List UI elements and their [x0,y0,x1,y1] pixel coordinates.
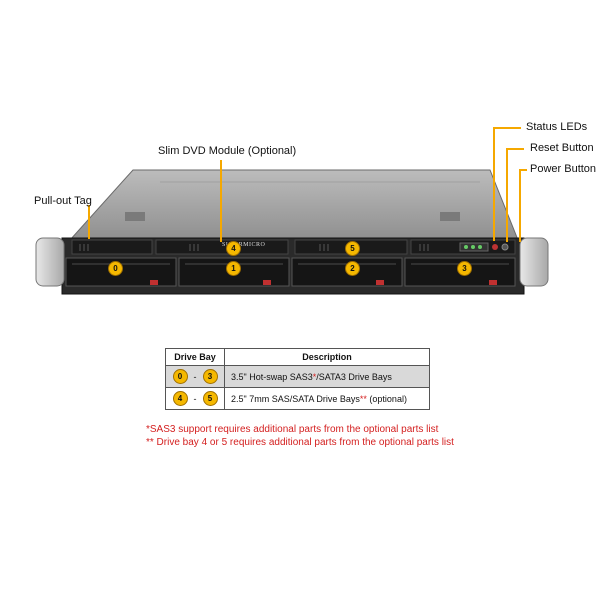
description-cell: 3.5" Hot-swap SAS3*/SATA3 Drive Bays [224,365,430,388]
bay-range-cell: 0-3 [165,365,225,388]
bay-badge-to: 3 [202,369,218,384]
range-dash: - [193,371,197,382]
bay-badge-3: 3 [457,261,472,276]
pullout-tag-label: Pull-out Tag [34,195,92,207]
bay-badge-4: 4 [226,241,241,256]
slim-dvd-label: Slim DVD Module (Optional) [158,145,297,157]
description-cell: 2.5" 7mm SAS/SATA Drive Bays** (optional… [224,387,430,410]
reset-button-label: Reset Button [530,142,594,154]
table-row: 0-3 3.5" Hot-swap SAS3*/SATA3 Drive Bays [165,365,430,388]
chassis-top-cover [68,169,519,241]
header-drive-bay: Drive Bay [165,348,225,366]
footnote-sas3: *SAS3 support requires additional parts … [146,424,439,435]
bay-badge-from: 0 [172,369,188,384]
drive-bay-legend-table: Drive Bay Description 0-3 3.5" Hot-swap … [165,348,430,410]
status-leds-label: Status LEDs [526,121,588,133]
right-rack-ear [519,237,549,287]
description-main: 2.5" 7mm SAS/SATA Drive Bays [231,393,360,404]
bay-badge-2: 2 [345,261,360,276]
bay-badge-to: 5 [202,391,218,406]
bay-badge-5: 5 [345,241,360,256]
reset-button-leader-h [506,148,524,150]
description-main: 3.5" Hot-swap SAS3 [231,371,313,382]
slim-bay-4 [155,239,289,255]
reset-button-leader-v [506,148,508,242]
description-tail: /SATA3 Drive Bays [316,371,392,382]
power-button-leader-v [519,169,521,242]
left-rack-ear [35,237,65,287]
footnote-mark: ** [359,393,367,404]
bay-badge-0: 0 [108,261,123,276]
bay-badge-from: 4 [172,391,188,406]
status-leds-leader-v [493,127,495,241]
power-button-label: Power Button [530,163,597,175]
pullout-tag-leader [88,205,90,239]
header-description: Description [224,348,430,366]
footnote-drive-bay: ** Drive bay 4 or 5 requires additional … [146,437,454,448]
brand-logo-text: SUPERMICRO [222,242,266,248]
legend-header-row: Drive Bay Description [165,348,430,366]
table-row: 4-5 2.5" 7mm SAS/SATA Drive Bays** (opti… [165,387,430,410]
slim-dvd-leader [220,160,222,242]
description-tail: (optional) [366,393,407,404]
bay-range-cell: 4-5 [165,387,225,410]
power-button-leader-h [519,169,527,171]
footnote-mark: * [312,371,317,382]
status-leds-leader-h [493,127,521,129]
bay-badge-1: 1 [226,261,241,276]
range-dash: - [193,393,197,404]
